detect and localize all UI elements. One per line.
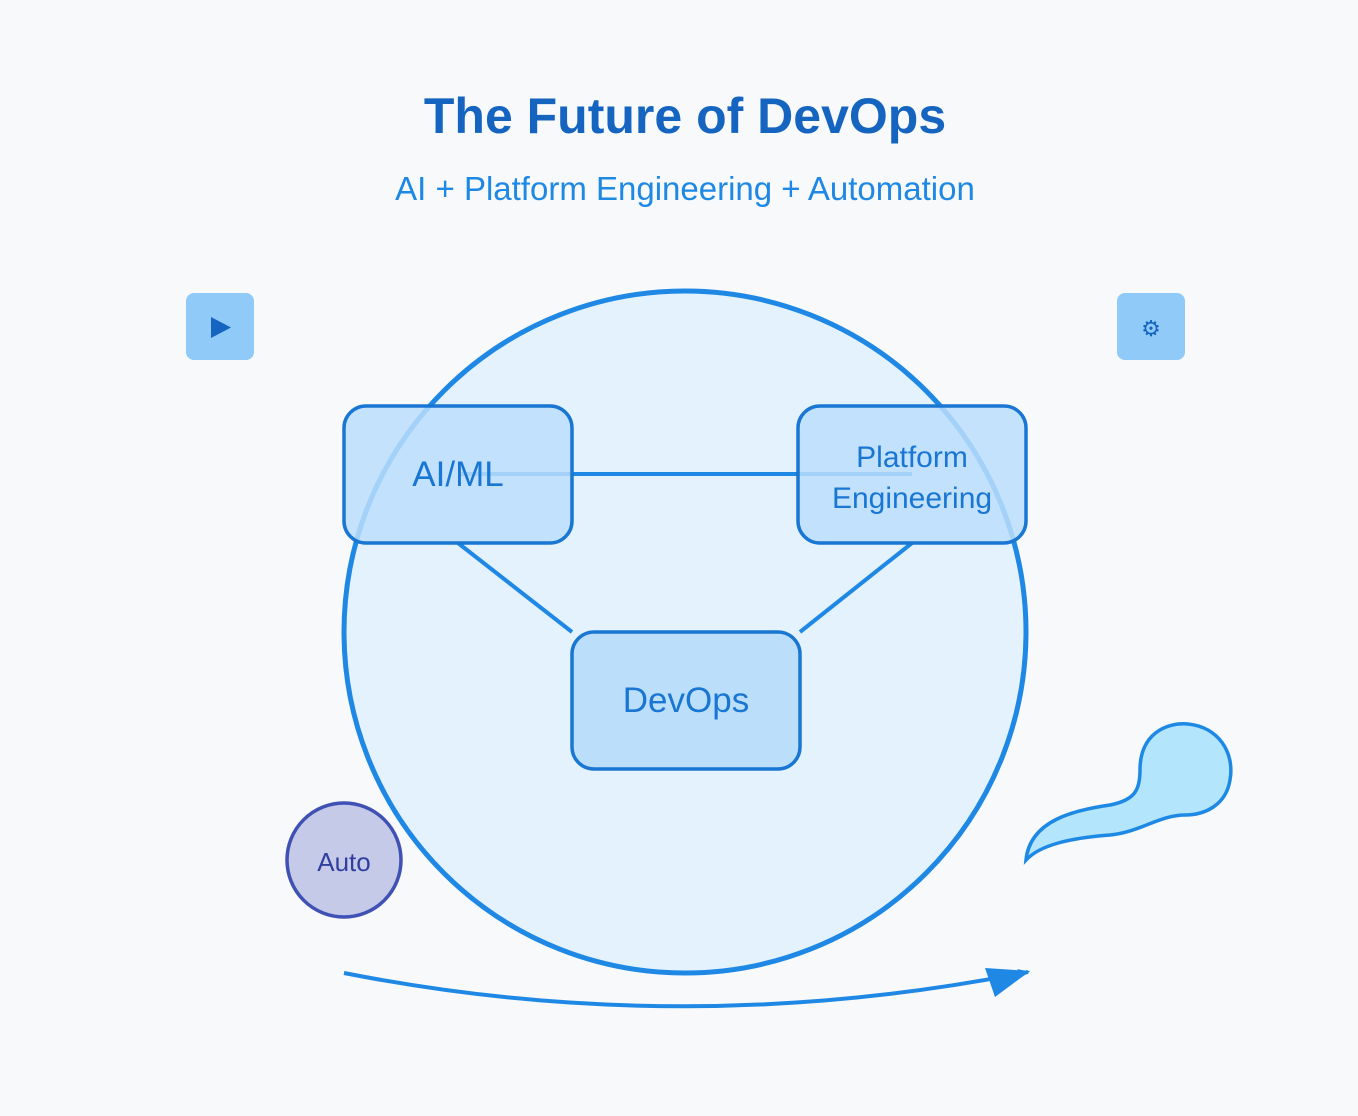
auto-node[interactable]: Auto xyxy=(285,801,403,919)
platform-label-line1: Platform xyxy=(856,441,968,474)
gear-icon: ⚙ xyxy=(1141,317,1161,342)
page-title: The Future of DevOps xyxy=(424,88,946,144)
page-subtitle: AI + Platform Engineering + Automation xyxy=(395,170,975,207)
ai-ml-label: AI/ML xyxy=(412,455,503,494)
devops-label: DevOps xyxy=(623,681,749,720)
play-icon-button[interactable] xyxy=(186,293,254,360)
platform-engineering-node[interactable]: Platform Engineering xyxy=(796,404,1028,545)
platform-label-line2: Engineering xyxy=(832,482,992,515)
droplet-shape xyxy=(1023,722,1233,865)
connector-ai-devops xyxy=(456,541,574,634)
gear-icon-button[interactable]: ⚙ xyxy=(1117,293,1185,360)
auto-label: Auto xyxy=(317,847,371,877)
flow-arrow xyxy=(343,969,1030,1009)
ai-ml-node[interactable]: AI/ML xyxy=(342,404,574,545)
flow-arrow-head xyxy=(985,968,1030,997)
devops-node[interactable]: DevOps xyxy=(570,630,802,771)
play-icon xyxy=(211,317,231,338)
connector-platform-devops xyxy=(798,541,914,634)
